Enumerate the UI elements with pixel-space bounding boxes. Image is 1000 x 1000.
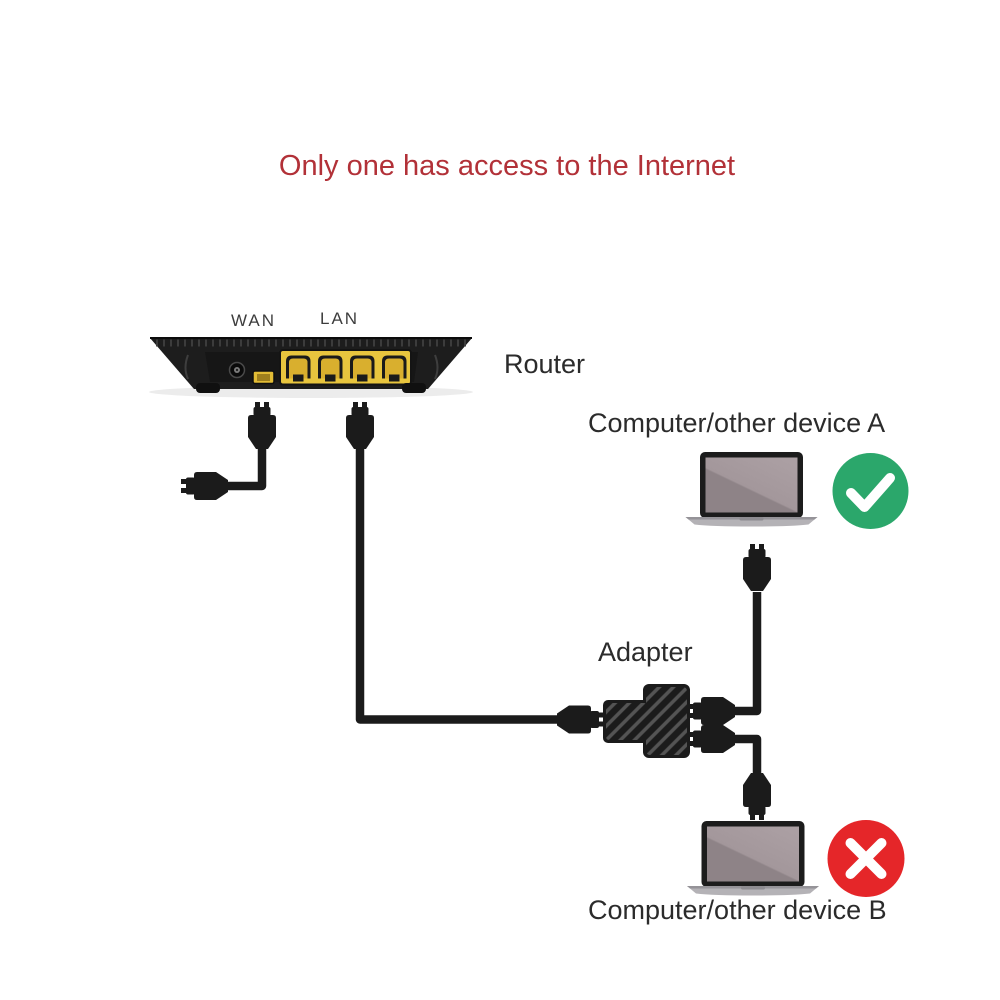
wan-port-label: WAN xyxy=(231,311,277,330)
device-a-plug-icon xyxy=(743,544,771,591)
wan-port-icon xyxy=(252,370,275,385)
router-foot-right xyxy=(402,383,426,393)
lan-port-2 xyxy=(318,355,343,382)
adapter-label: Adapter xyxy=(598,637,693,667)
cross-icon xyxy=(845,838,887,879)
lan-port-1 xyxy=(286,355,311,382)
checkmark-badge xyxy=(832,453,909,529)
power-jack-icon xyxy=(228,361,246,379)
adapter-output-plug-b-icon xyxy=(688,725,735,753)
lan-to-adapter-cable xyxy=(355,445,558,724)
wan-uplink-cable xyxy=(227,445,267,491)
router-foot-left xyxy=(196,383,220,393)
adapter-to-device-a-cable xyxy=(733,592,762,716)
wan-plug-icon xyxy=(248,402,276,449)
lan-ports-icon xyxy=(279,349,412,386)
lan-port-4 xyxy=(382,355,407,382)
device-a-label: Computer/other device A xyxy=(588,408,886,438)
adapter-input-plug-icon xyxy=(557,705,604,734)
lan-port-3 xyxy=(350,355,375,382)
router-icon xyxy=(149,337,473,398)
router-label: Router xyxy=(504,349,586,379)
internet-plug-icon xyxy=(181,472,228,500)
lan-plug-icon xyxy=(346,402,374,449)
splitter-adapter-icon xyxy=(603,684,690,758)
cross-badge xyxy=(827,820,905,897)
adapter-to-device-b-cable xyxy=(733,734,762,774)
lan-port-label: LAN xyxy=(320,309,360,328)
adapter-output-plug-a-icon xyxy=(688,697,735,725)
diagram-title: Only one has access to the Internet xyxy=(278,150,736,182)
checkmark-icon xyxy=(846,473,895,512)
device-b-label: Computer/other device B xyxy=(588,895,887,925)
device-b-plug-icon xyxy=(743,773,771,820)
laptop-a-icon xyxy=(685,452,818,527)
laptop-b-icon xyxy=(687,821,819,896)
